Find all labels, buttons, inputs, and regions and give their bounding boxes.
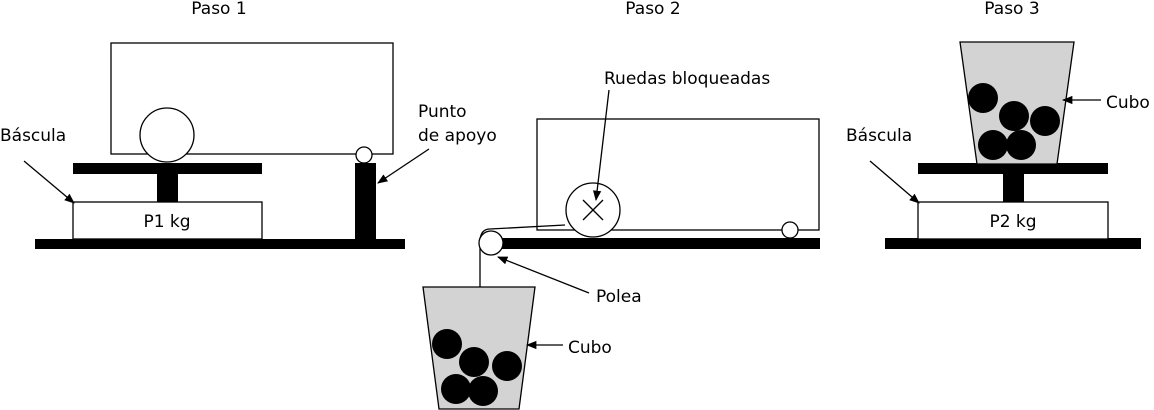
step2-pulley <box>478 230 504 256</box>
step1-panel: Paso 1 P1 kg Báscula Punto de apoyo <box>0 0 497 249</box>
step2-wheels-label: Ruedas bloqueadas <box>604 69 770 89</box>
step3-scale-platform <box>918 163 1108 174</box>
step2-wheels-arrow <box>592 89 610 202</box>
step1-scale-body <box>72 201 263 240</box>
step1-ground <box>35 239 405 249</box>
step3-title: Paso 3 <box>984 0 1039 19</box>
step1-support-post <box>355 163 376 239</box>
step3-bucket-label: Cubo <box>1106 93 1150 113</box>
step3-scale-body <box>917 201 1109 240</box>
step3-ball <box>978 130 1008 160</box>
step2-pulley-arrow <box>497 256 590 294</box>
step1-support-label-line1: Punto <box>418 102 467 122</box>
step2-ball <box>468 376 498 406</box>
step1-wheel <box>139 107 195 163</box>
step1-title: Paso 1 <box>191 0 246 19</box>
step2-ball <box>492 351 522 381</box>
step3-ball <box>1030 106 1060 136</box>
step1-scale-platform <box>73 163 262 174</box>
step2-lock-mark-b <box>582 199 604 221</box>
step1-support-arrow <box>377 148 430 184</box>
step1-small-wheel <box>355 146 373 164</box>
step3-ball <box>999 101 1029 131</box>
step3-scale-label: Báscula <box>846 126 912 146</box>
step2-panel: Paso 2 Ruedas bloqueadas Polea Cubo <box>422 0 820 410</box>
step3-scale-arrow <box>869 160 920 204</box>
step3-ball <box>968 83 998 113</box>
step2-ball <box>459 347 489 377</box>
step3-scale-post <box>1003 174 1024 202</box>
step2-small-wheel <box>781 221 799 239</box>
step3-panel: Paso 3 P2 kg Báscula Cubo <box>846 0 1150 249</box>
step2-vehicle-body <box>536 118 820 231</box>
step3-ball <box>1006 130 1036 160</box>
step3-ground <box>885 238 1141 249</box>
step1-scale-reading: P1 kg <box>143 212 190 232</box>
step2-rope-horizontal <box>489 224 566 230</box>
step2-ball <box>441 374 471 404</box>
step2-title: Paso 2 <box>625 0 680 19</box>
step1-scale-arrow <box>23 160 75 204</box>
step2-pulley-label: Polea <box>596 287 642 307</box>
step2-bucket-label: Cubo <box>568 338 612 358</box>
step1-support-label-line2: de apoyo <box>418 126 497 146</box>
step2-ground <box>490 238 820 249</box>
step1-scale-post <box>157 174 178 202</box>
step2-ball <box>432 329 462 359</box>
step3-scale-reading: P2 kg <box>989 212 1036 232</box>
step1-scale-label: Báscula <box>0 126 66 146</box>
